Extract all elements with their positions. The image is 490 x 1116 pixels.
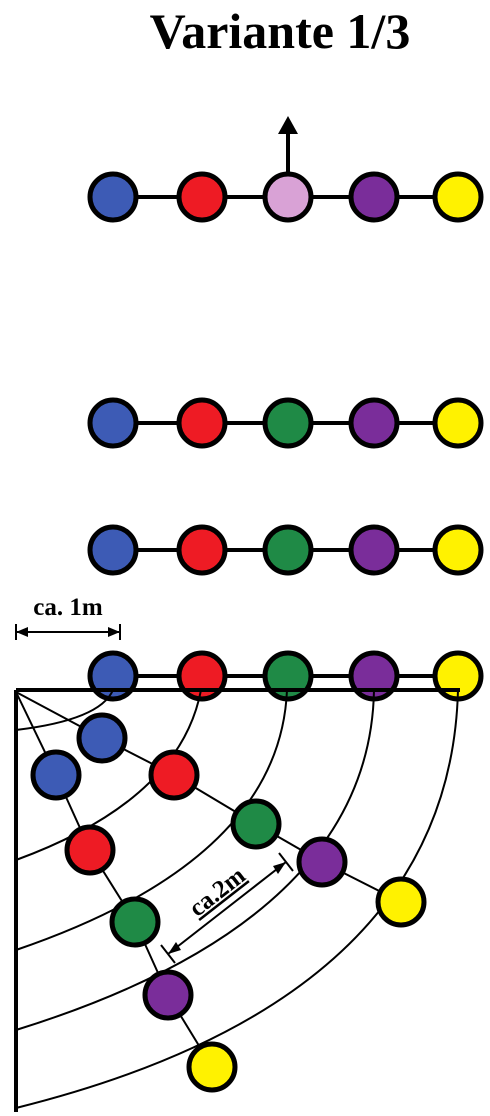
dancer-red: [176, 397, 228, 449]
dancer-purple: [348, 171, 400, 223]
dancer-blue: [30, 749, 82, 801]
dancer-red: [64, 824, 116, 876]
dancer-blue: [87, 171, 139, 223]
diagram-title: Variante 1/3: [150, 3, 411, 59]
arrow-up-icon: [278, 116, 298, 173]
dancer-red: [148, 749, 200, 801]
dancer-yellow: [432, 397, 484, 449]
dancer-rows: [87, 116, 484, 702]
fan-arc: [15, 689, 202, 861]
arrowhead-left-icon: [16, 627, 28, 637]
dancer-lilac: [262, 171, 314, 223]
dancer-red: [176, 524, 228, 576]
dancer-red: [176, 650, 228, 702]
fan-formation: ca.2m: [14, 688, 460, 1112]
dancer-yellow: [186, 1041, 238, 1093]
fan-arc: [15, 689, 459, 1109]
arrowhead-right-icon: [108, 627, 120, 637]
dancer-blue: [87, 650, 139, 702]
dancer-purple: [348, 397, 400, 449]
dancer-red: [176, 171, 228, 223]
dancer-green: [109, 896, 161, 948]
dimension-one-meter: ca. 1m: [15, 594, 121, 640]
dancer-row: [87, 524, 484, 576]
dancer-blue: [87, 397, 139, 449]
dancer-row: [87, 116, 484, 223]
dancer-green: [262, 397, 314, 449]
dancer-green: [262, 650, 314, 702]
dancer-row: [87, 650, 484, 702]
dancer-purple: [348, 524, 400, 576]
dancer-green: [230, 798, 282, 850]
dancer-row: [87, 397, 484, 449]
dancer-yellow: [375, 876, 427, 928]
dancer-blue: [87, 524, 139, 576]
arrowhead-icon: [273, 862, 286, 874]
dancer-purple: [296, 836, 348, 888]
fan-arc: [15, 689, 375, 1031]
dancer-green: [262, 524, 314, 576]
arrowhead-icon: [168, 942, 181, 954]
fan-arc: [15, 689, 288, 951]
dancer-yellow: [432, 524, 484, 576]
two-meter-label: ca.2m: [184, 862, 251, 922]
dancer-blue: [76, 712, 128, 764]
dancer-purple: [142, 969, 194, 1021]
dancer-yellow: [432, 171, 484, 223]
one-meter-label: ca. 1m: [33, 594, 103, 621]
